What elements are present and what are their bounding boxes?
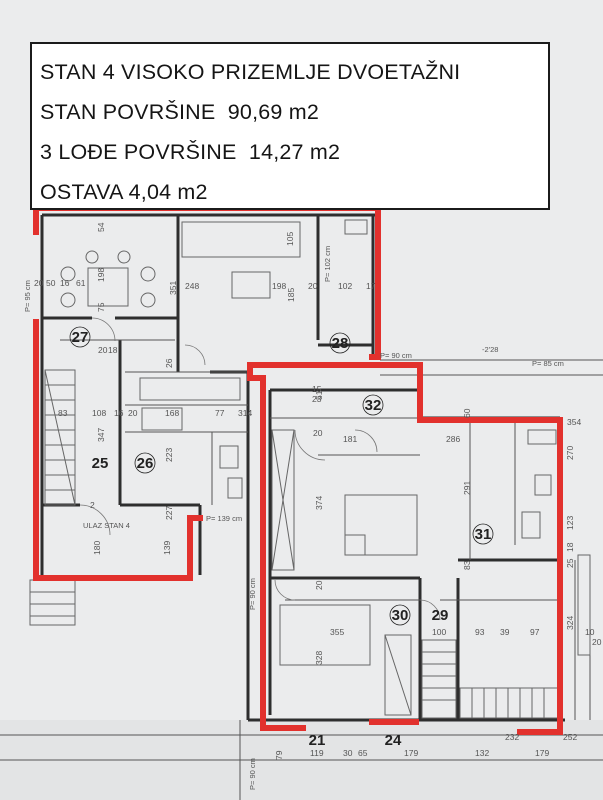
apartment-info-box-overlay: STAN 4 VISOKO PRIZEMLJE DVOETAŽNI STAN P… <box>30 42 550 210</box>
dim-label: 181 <box>343 434 357 444</box>
dim-label: 355 <box>330 627 344 637</box>
dim-label: 83 <box>58 408 68 418</box>
dim-label: 180 <box>92 541 102 555</box>
dim-label: 25 <box>565 558 575 568</box>
dim-label: 93 <box>475 627 485 637</box>
info-storage-area-text: OSTAVA 4,04 m2 <box>40 180 208 204</box>
room-31: 31 <box>475 526 492 543</box>
dim-label: 20 <box>308 281 318 291</box>
dim-label: 105 <box>285 232 295 246</box>
room-25: 25 <box>92 455 109 472</box>
dim-label: 314 <box>238 408 252 418</box>
dim-label: 61 <box>76 278 86 288</box>
room-32: 32 <box>365 397 382 414</box>
dim-label: 65 <box>358 748 368 758</box>
dim-label: 374 <box>314 496 324 510</box>
dim-label: 100 <box>432 627 446 637</box>
dim-label: 168 <box>165 408 179 418</box>
room-30: 30 <box>392 607 409 624</box>
dim-label: 20 <box>128 408 138 418</box>
dim-label: 15 <box>312 384 322 394</box>
dim-label: 227 <box>164 506 174 520</box>
dim-label: 77 <box>215 408 225 418</box>
marker-level: -2'28 <box>482 345 498 354</box>
dim-label: 39 <box>500 627 510 637</box>
dim-label: 54 <box>96 222 106 232</box>
dim-label: 75 <box>96 302 106 312</box>
dim-label: 347 <box>96 428 106 442</box>
dim-label: 179 <box>535 748 549 758</box>
dim-label: 83 <box>462 560 472 570</box>
dim-label: 20 <box>314 580 324 590</box>
dim-label: 20 <box>98 345 108 355</box>
info-apartment-area-text: STAN POVRŠINE 90,69 m2 <box>40 100 320 124</box>
marker-p90a: P= 90 cm <box>380 351 412 360</box>
dim-label: 252 <box>563 732 577 742</box>
dim-label: 97 <box>530 627 540 637</box>
dim-label: 354 <box>567 417 581 427</box>
dim-label: 185 <box>286 288 296 302</box>
dim-label: 198 <box>272 281 286 291</box>
dim-label: 102 <box>338 281 352 291</box>
dim-label: 18 <box>565 542 575 552</box>
dim-label: 18 <box>108 345 118 355</box>
dim-label: 16 <box>114 408 124 418</box>
room-27: 27 <box>72 329 89 346</box>
dim-label: 248 <box>185 281 199 291</box>
dim-label: 51 <box>314 390 324 400</box>
dim-label: 232 <box>505 732 519 742</box>
dim-label: 2 <box>90 500 95 510</box>
dim-label: 123 <box>565 516 575 530</box>
info-loggia-area-text: 3 LOĐE POVRŠINE 14,27 m2 <box>40 140 341 164</box>
marker-entrance: ULAZ STAN 4 <box>83 521 130 530</box>
dim-label: 286 <box>446 434 460 444</box>
info-title-text: STAN 4 VISOKO PRIZEMLJE DVOETAŽNI <box>40 60 461 84</box>
dim-label: 179 <box>404 748 418 758</box>
dim-label: 324 <box>565 616 575 630</box>
dim-label: 60 <box>462 408 472 418</box>
dim-label: 10 <box>585 627 595 637</box>
dim-label: 270 <box>565 446 575 460</box>
marker-p90b: P= 90 cm <box>248 578 257 610</box>
dim-label: 50 <box>46 278 56 288</box>
dim-label: 79 <box>274 750 284 760</box>
dim-label: 328 <box>314 651 324 665</box>
dim-label: 20 <box>592 637 602 647</box>
dim-label: 139 <box>162 541 172 555</box>
room-24: 24 <box>385 732 402 749</box>
dim-label: 108 <box>92 408 106 418</box>
dim-label: 17 <box>366 281 376 291</box>
marker-p102: P= 102 cm <box>323 246 332 282</box>
room-29: 29 <box>432 607 449 624</box>
marker-p139: P= 139 cm <box>206 514 242 523</box>
dim-label: 198 <box>96 268 106 282</box>
dim-label: 20 <box>34 278 44 288</box>
marker-p90c: P= 90 cm <box>248 758 257 790</box>
dim-label: 291 <box>462 481 472 495</box>
dim-label: 30 <box>343 748 353 758</box>
marker-p85: P= 85 cm <box>532 359 564 368</box>
dim-label: 23 <box>312 394 322 404</box>
dim-label: 20 <box>313 428 323 438</box>
dim-label: 16 <box>60 278 70 288</box>
dim-label: 351 <box>168 281 178 295</box>
dim-label: 223 <box>164 448 174 462</box>
dim-label: 132 <box>475 748 489 758</box>
room-21: 21 <box>309 732 326 749</box>
room-28: 28 <box>332 335 349 352</box>
room-26: 26 <box>137 455 154 472</box>
marker-p95: P= 95 cm <box>23 280 32 312</box>
dim-label: 26 <box>164 358 174 368</box>
dim-label: 119 <box>310 748 324 758</box>
